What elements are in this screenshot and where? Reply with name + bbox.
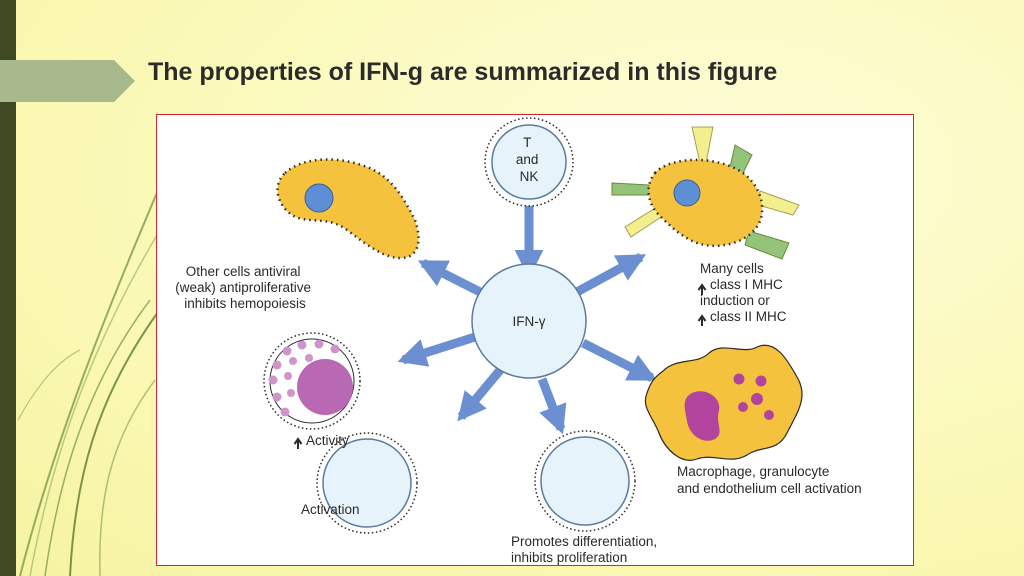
arrow-to-activation <box>457 366 505 422</box>
mhc-line-2: class I MHC <box>710 277 783 292</box>
label-activation: Activation <box>301 502 360 517</box>
title-arrow-shape <box>0 60 135 102</box>
antiviral-line-1: Other cells antiviral <box>186 264 301 279</box>
granules <box>268 339 340 417</box>
nucleus <box>304 183 334 213</box>
antiviral-line-3: inhibits hemopoiesis <box>184 296 306 311</box>
differentiation-line-2: inhibits proliferation <box>511 550 627 565</box>
mhc-cell <box>611 126 800 260</box>
nucleus <box>673 179 701 207</box>
antiviral-line-2: (weak) antiproliferative <box>175 280 311 295</box>
mhc-line-3: induction or <box>700 293 770 308</box>
ifn-gamma-figure: IFN-γ T and NK <box>156 114 914 566</box>
svg-text:T and NK: T and NK <box>516 135 542 184</box>
arrow-to-macrophage <box>580 338 658 383</box>
center-label: IFN-γ <box>513 314 546 329</box>
macrophage-nucleus <box>684 391 720 441</box>
t-nk-cell: T and NK <box>484 117 574 207</box>
activation-cell <box>316 432 418 534</box>
label-activity: Activity <box>293 433 349 449</box>
up-arrow-icon <box>697 314 707 326</box>
left-accent-bar <box>0 0 16 576</box>
arrow-to-differentiation <box>537 377 567 435</box>
mhc-line-1: Many cells <box>700 261 764 276</box>
differentiation-line-1: Promotes differentiation, <box>511 534 657 549</box>
macrophage-line-1: Macrophage, granulocyte <box>677 464 829 479</box>
up-arrow-icon <box>697 283 707 295</box>
label-mhc: Many cells class I MHC induction or clas… <box>697 261 787 326</box>
source-line-3: NK <box>520 169 539 184</box>
label-macrophage: Macrophage, granulocyte and endothelium … <box>677 464 862 496</box>
arrow-to-antiviral <box>417 258 485 298</box>
diagram-arrows <box>397 203 658 435</box>
up-arrow-icon <box>293 437 303 449</box>
mhc-line-4: class II MHC <box>710 309 787 324</box>
macrophage-line-2: and endothelium cell activation <box>677 481 862 496</box>
ifn-gamma-diagram: IFN-γ T and NK <box>175 117 862 565</box>
slide-title: The properties of IFN-g are summarized i… <box>148 58 778 86</box>
source-line-2: and <box>516 152 539 167</box>
ifn-gamma-center: IFN-γ <box>471 263 587 379</box>
macrophage-cell <box>644 344 803 461</box>
arrow-to-activity <box>397 332 477 367</box>
differentiation-cell <box>534 430 636 532</box>
source-line-1: T <box>523 135 531 150</box>
macrophage-granules <box>733 373 774 420</box>
label-antiviral: Other cells antiviral (weak) antiprolife… <box>175 264 315 311</box>
activity-cell <box>263 332 361 430</box>
arrow-to-mhc-cells <box>572 253 647 297</box>
label-differentiation: Promotes differentiation, inhibits proli… <box>511 534 661 565</box>
decorative-grass-lines <box>17 149 176 576</box>
activity-text: Activity <box>306 433 349 448</box>
antiviral-cell <box>276 158 420 260</box>
